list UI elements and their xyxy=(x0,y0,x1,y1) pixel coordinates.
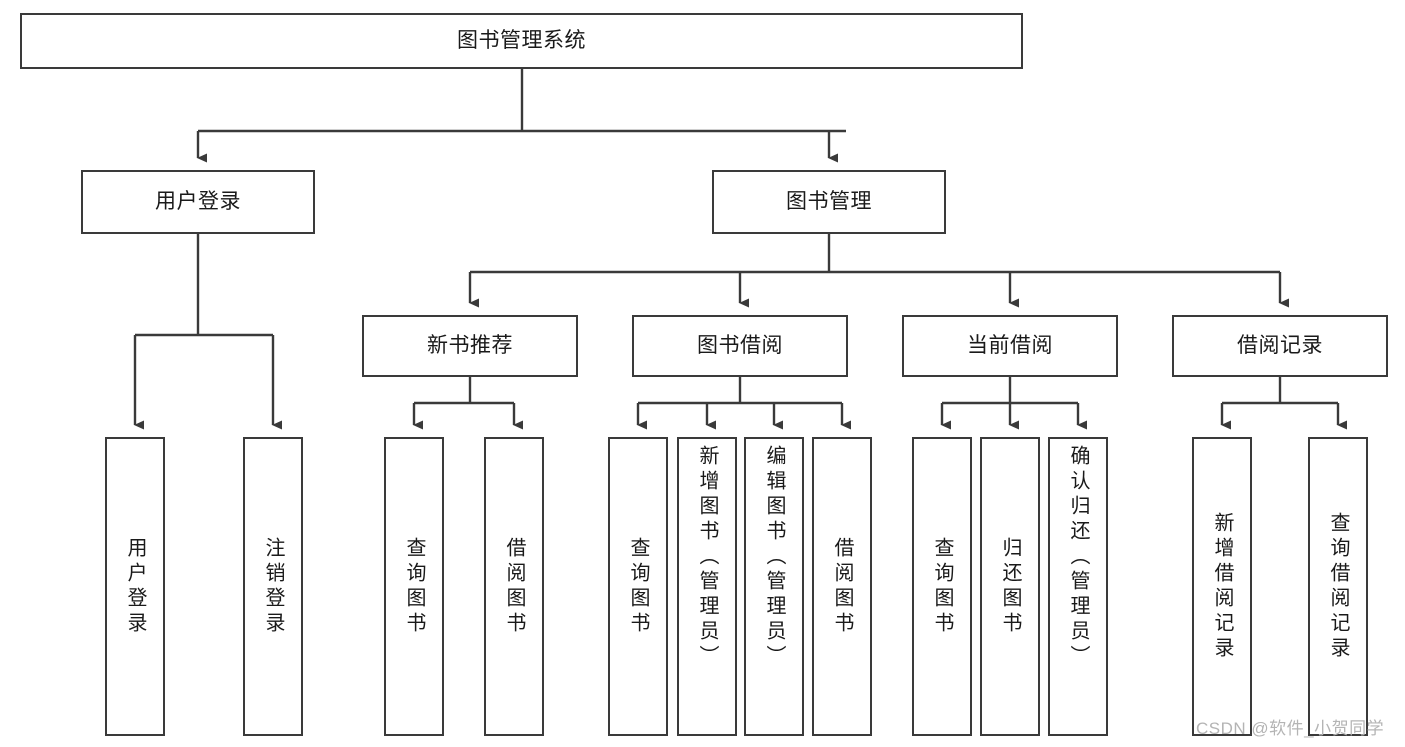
leaf-record-query-record[interactable]: 查询借阅记录 xyxy=(1308,437,1368,736)
leaf-user-login-logout[interactable]: 注销登录 xyxy=(243,437,303,736)
leaf-new-book-borrow[interactable]: 借阅图书 xyxy=(484,437,544,736)
node-book-management-label: 图书管理 xyxy=(786,190,872,214)
leaf-current-query-book-label: 查询图书 xyxy=(931,536,953,637)
leaf-current-query-book[interactable]: 查询图书 xyxy=(912,437,972,736)
leaf-new-book-query[interactable]: 查询图书 xyxy=(384,437,444,736)
node-book-management[interactable]: 图书管理 xyxy=(712,170,946,234)
leaf-new-book-query-label: 查询图书 xyxy=(403,536,425,637)
leaf-borrow-edit-book-label: 编辑图书（管理员） xyxy=(763,445,785,670)
node-user-login-label: 用户登录 xyxy=(155,190,241,214)
leaf-current-confirm-return[interactable]: 确认归还（管理员） xyxy=(1048,437,1108,736)
leaf-borrow-borrow-book[interactable]: 借阅图书 xyxy=(812,437,872,736)
node-borrow-record-label: 借阅记录 xyxy=(1237,334,1323,358)
leaf-record-query-record-label: 查询借阅记录 xyxy=(1327,511,1349,662)
leaf-current-confirm-return-label: 确认归还（管理员） xyxy=(1067,445,1089,670)
leaf-current-return-book-label: 归还图书 xyxy=(999,536,1021,637)
node-root-system[interactable]: 图书管理系统 xyxy=(20,13,1023,69)
node-new-book-recommend[interactable]: 新书推荐 xyxy=(362,315,578,377)
leaf-record-add-record[interactable]: 新增借阅记录 xyxy=(1192,437,1252,736)
node-current-borrow-label: 当前借阅 xyxy=(967,334,1053,358)
node-new-book-recommend-label: 新书推荐 xyxy=(427,334,513,358)
node-user-login[interactable]: 用户登录 xyxy=(81,170,315,234)
leaf-new-book-borrow-label: 借阅图书 xyxy=(503,536,525,637)
leaf-record-add-record-label: 新增借阅记录 xyxy=(1211,511,1233,662)
node-root-system-label: 图书管理系统 xyxy=(457,29,586,53)
leaf-user-login-login[interactable]: 用户登录 xyxy=(105,437,165,736)
watermark-text: CSDN @软件_小贺同学 xyxy=(1196,719,1385,738)
leaf-borrow-edit-book[interactable]: 编辑图书（管理员） xyxy=(744,437,804,736)
node-borrow-record[interactable]: 借阅记录 xyxy=(1172,315,1388,377)
leaf-borrow-query-book-label: 查询图书 xyxy=(627,536,649,637)
leaf-borrow-query-book[interactable]: 查询图书 xyxy=(608,437,668,736)
node-book-borrow-label: 图书借阅 xyxy=(697,334,783,358)
leaf-borrow-borrow-book-label: 借阅图书 xyxy=(831,536,853,637)
leaf-current-return-book[interactable]: 归还图书 xyxy=(980,437,1040,736)
node-book-borrow[interactable]: 图书借阅 xyxy=(632,315,848,377)
leaf-borrow-add-book-label: 新增图书（管理员） xyxy=(696,445,718,670)
leaf-user-login-login-label: 用户登录 xyxy=(124,536,146,637)
leaf-user-login-logout-label: 注销登录 xyxy=(262,536,284,637)
leaf-borrow-add-book[interactable]: 新增图书（管理员） xyxy=(677,437,737,736)
node-current-borrow[interactable]: 当前借阅 xyxy=(902,315,1118,377)
